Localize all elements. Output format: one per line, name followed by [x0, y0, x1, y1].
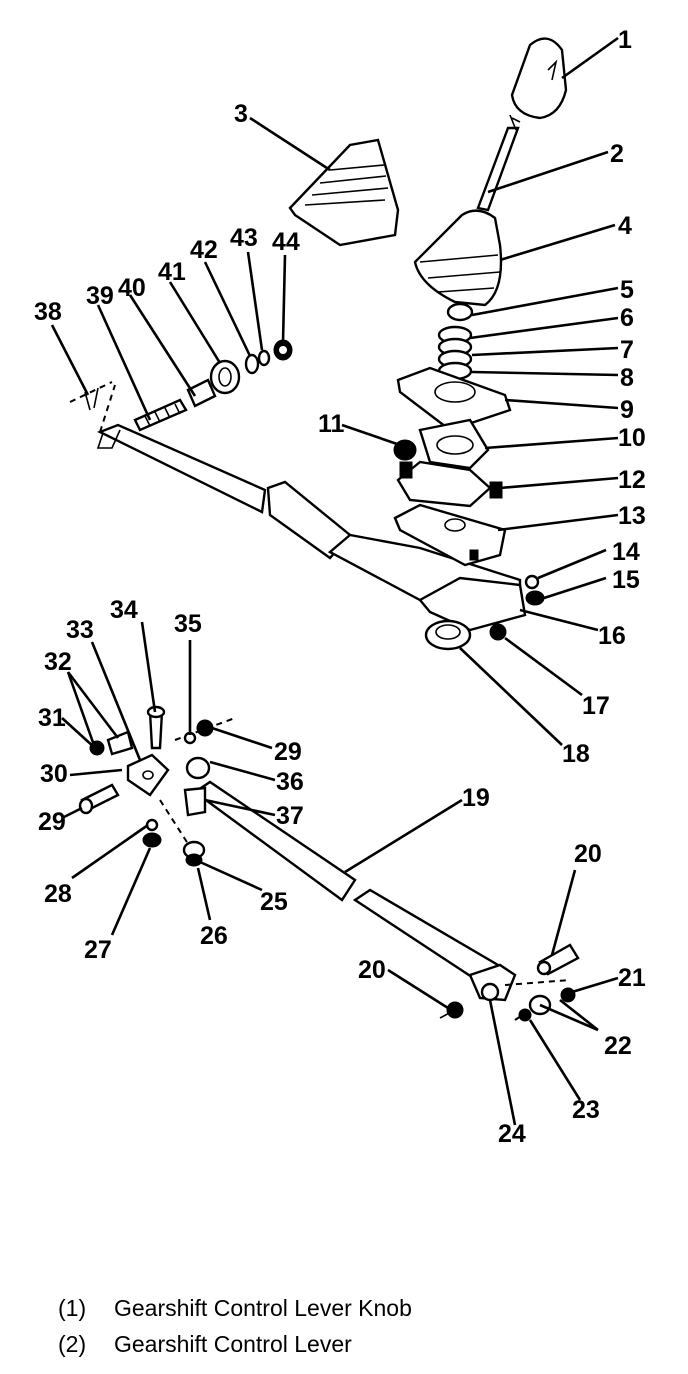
bolt-29-left: [78, 783, 120, 815]
housing-10: [418, 418, 490, 470]
gearshift-knob-1: [510, 37, 568, 120]
bushing-18: [424, 619, 472, 651]
callout-25: 25: [260, 888, 288, 916]
legend-number: (1): [58, 1295, 87, 1321]
leader-lines: [50, 36, 619, 1126]
callout-5: 5: [620, 276, 634, 304]
base-12-13: [393, 460, 507, 567]
callout-16: 16: [598, 622, 626, 650]
parts-legend: (1) Gearshift Control Lever Knob (2) Gea…: [58, 1290, 412, 1362]
callout-15: 15: [612, 566, 640, 594]
inner-boot-4: [413, 209, 503, 307]
pin-33-32-31: [89, 730, 134, 756]
callout-31: 31: [38, 704, 66, 732]
retainer-5: [446, 302, 474, 322]
callout-8: 8: [620, 364, 634, 392]
bushing-41: [209, 359, 241, 395]
callout-37: 37: [276, 802, 304, 830]
callout-38: 38: [34, 298, 62, 326]
sleeve-40: [186, 378, 217, 408]
callout-6: 6: [620, 304, 634, 332]
callout-28: 28: [44, 880, 72, 908]
callout-29-left: 29: [38, 808, 66, 836]
pivot-bolt-34: [146, 705, 166, 750]
callout-10: 10: [618, 424, 646, 452]
callout-7: 7: [620, 336, 634, 364]
callout-32: 32: [44, 648, 72, 676]
bolt-20-rear: [439, 943, 580, 1019]
callout-11: 11: [318, 410, 345, 438]
rod-clip-38: [69, 381, 116, 433]
callout-13: 13: [618, 502, 646, 530]
callout-12: 12: [618, 466, 646, 494]
callout-41: 41: [158, 258, 186, 286]
washer-42: [244, 353, 260, 375]
callout-22: 22: [604, 1032, 632, 1060]
legend-label: Gearshift Control Lever Knob: [114, 1295, 412, 1321]
callout-2: 2: [610, 140, 624, 168]
callout-20-top: 20: [574, 840, 602, 868]
callout-1: 1: [618, 26, 632, 54]
callout-34: 34: [110, 596, 138, 624]
washers-27-28: [142, 818, 162, 848]
callout-35: 35: [174, 610, 202, 638]
callout-4: 4: [618, 212, 632, 240]
callout-36: 36: [276, 768, 304, 796]
washers-14-15-17: [489, 574, 545, 641]
callout-14: 14: [612, 538, 640, 566]
callout-30: 30: [40, 760, 68, 788]
callout-labels: 1 2 3 4 5 6 7 8 9 10 11 12 13 14 15 16 1…: [34, 26, 646, 1148]
legend-item: (1) Gearshift Control Lever Knob: [58, 1290, 412, 1326]
pivot-25-26: [159, 799, 206, 867]
callout-39: 39: [86, 282, 114, 310]
callout-27: 27: [84, 936, 112, 964]
callout-44: 44: [272, 228, 300, 256]
callout-40: 40: [118, 274, 146, 302]
gearshift-lever-2: [476, 114, 521, 212]
threaded-rod-39: [133, 398, 188, 432]
callout-33: 33: [66, 616, 94, 644]
legend-item: (2) Gearshift Control Lever: [58, 1326, 412, 1362]
linkage-bracket-30: [126, 753, 170, 797]
nut-44: [273, 339, 293, 361]
legend-number: (2): [58, 1331, 87, 1357]
plate-9: [396, 366, 512, 432]
legend-label: Gearshift Control Lever: [114, 1331, 352, 1357]
callout-21: 21: [618, 964, 646, 992]
callout-9: 9: [620, 396, 634, 424]
callout-26: 26: [200, 922, 228, 950]
callout-19: 19: [462, 784, 490, 812]
callout-18: 18: [562, 740, 590, 768]
lower-shift-rod-19: [192, 780, 500, 987]
callout-42: 42: [190, 236, 218, 264]
callout-29-right: 29: [274, 738, 302, 766]
callout-17: 17: [582, 692, 610, 720]
bracket-16: [418, 576, 527, 632]
shift-boot-3: [288, 138, 400, 247]
callout-24: 24: [498, 1120, 526, 1148]
rear-bracket-24: [468, 963, 517, 1002]
callout-43: 43: [230, 224, 258, 252]
callout-3: 3: [234, 100, 248, 128]
callout-23: 23: [572, 1096, 600, 1124]
spring-6-7-8: [437, 325, 473, 381]
callout-20-left: 20: [358, 956, 386, 984]
washer-43: [257, 349, 271, 367]
